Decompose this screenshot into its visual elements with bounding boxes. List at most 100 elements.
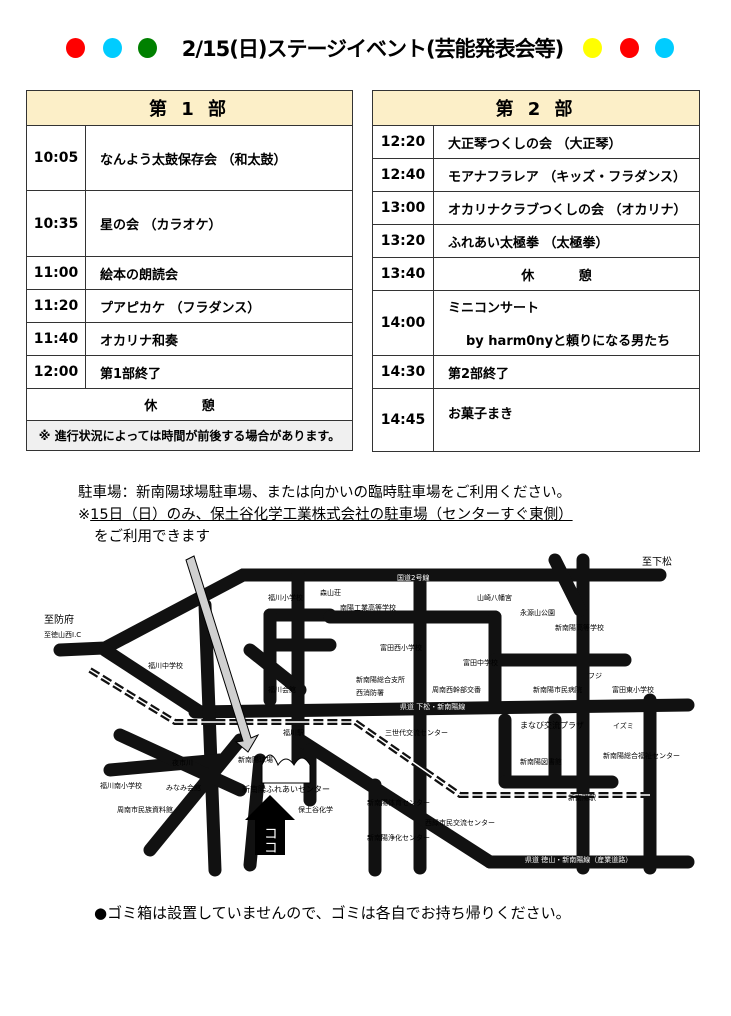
- decor-dot: [103, 38, 122, 58]
- svg-text:新南陽ふれあいセンター: 新南陽ふれあいセンター: [242, 784, 330, 794]
- svg-text:森山荘: 森山荘: [320, 588, 341, 597]
- time-cell: 12:20: [372, 125, 434, 159]
- svg-text:新南陽浄化センター: 新南陽浄化センター: [367, 833, 430, 842]
- svg-text:保土谷化学: 保土谷化学: [298, 805, 333, 814]
- act-cell: モアナフラレア （キッズ・フラダンス）: [433, 158, 700, 192]
- page-title: 2/15(日)ステージイベント(芸能発表会等): [181, 37, 564, 61]
- svg-text:福川中学校: 福川中学校: [148, 661, 183, 670]
- svg-text:フジ: フジ: [588, 672, 602, 680]
- parking-pointer-arrow: [185, 555, 260, 753]
- time-cell: 11:40: [26, 322, 86, 356]
- svg-text:富田東小学校: 富田東小学校: [612, 685, 654, 694]
- svg-text:新南陽総合福祉センター: 新南陽総合福祉センター: [603, 751, 680, 760]
- break-row: 休 憩: [26, 388, 353, 421]
- time-cell: 10:35: [26, 190, 86, 257]
- svg-text:山崎八幡宮: 山崎八幡宮: [477, 593, 512, 602]
- act-cell-performer: by harm0nyと頼りになる男たち: [466, 334, 671, 349]
- svg-text:新南陽高等学校: 新南陽高等学校: [555, 623, 604, 632]
- prefectural-road-kudamatsu: [188, 698, 695, 719]
- svg-text:南陽工業高等学校: 南陽工業高等学校: [340, 603, 396, 612]
- svg-text:周南市民族資料館: 周南市民族資料館: [117, 805, 173, 814]
- svg-text:イズミ: イズミ: [613, 721, 634, 730]
- svg-text:みなみ会館: みなみ会館: [166, 783, 201, 792]
- time-cell: 12:40: [372, 158, 434, 192]
- svg-text:県道 徳山・新南陽線（産業道路）: 県道 徳山・新南陽線（産業道路）: [525, 855, 632, 864]
- svg-text:至下松: 至下松: [642, 555, 672, 568]
- roads: [53, 553, 695, 877]
- act-cell: プアピカケ （フラダンス）: [85, 289, 353, 323]
- svg-text:国道2号線: 国道2号線: [397, 573, 429, 582]
- svg-text:ココ: ココ: [262, 826, 278, 854]
- svg-text:福川駅: 福川駅: [283, 728, 304, 737]
- part1-header: 第 1 部: [26, 90, 353, 126]
- svg-text:福川南小学校: 福川南小学校: [100, 781, 142, 790]
- svg-text:新南陽球場: 新南陽球場: [238, 755, 273, 764]
- time-cell: 10:05: [26, 125, 86, 191]
- parking-special-note: 15日（日）のみ、保土谷化学工業株式会社の駐車場（センターすぐ東側）: [90, 507, 573, 523]
- svg-text:新南陽図書館: 新南陽図書館: [520, 757, 562, 766]
- time-cell: 13:00: [372, 191, 434, 225]
- time-cell: 13:40: [372, 257, 434, 291]
- svg-text:周南西幹部交番: 周南西幹部交番: [432, 685, 481, 694]
- svg-text:至徳山西I.C: 至徳山西I.C: [44, 630, 81, 639]
- svg-text:新南陽市民病院: 新南陽市民病院: [533, 685, 582, 694]
- svg-text:西緑市民交流センター: 西緑市民交流センター: [425, 818, 495, 827]
- parking-info: 駐車場：新南陽球場駐車場、または向かいの臨時駐車場をご利用ください。: [78, 485, 571, 501]
- time-cell: 14:30: [372, 355, 434, 389]
- svg-text:永源山公園: 永源山公園: [520, 608, 555, 617]
- svg-text:富田西小学校: 富田西小学校: [380, 643, 422, 652]
- time-cell: 13:20: [372, 224, 434, 258]
- time-cell: 14:45: [372, 388, 434, 452]
- svg-text:福川会館: 福川会館: [268, 685, 296, 694]
- act-cell: オカリナクラブつくしの会 （オカリナ）: [433, 191, 700, 225]
- act-cell: 星の会 （カラオケ）: [85, 190, 353, 257]
- venue-building-icon: [261, 754, 311, 784]
- svg-text:至防府: 至防府: [44, 613, 74, 626]
- part2-header: 第 2 部: [372, 90, 700, 126]
- act-cell: ミニコンサート: [448, 301, 540, 316]
- decor-dot: [655, 38, 674, 58]
- act-cell: オカリナ和奏: [85, 322, 353, 356]
- act-cell: なんよう太鼓保存会 （和太鼓）: [85, 125, 353, 191]
- act-cell: 第1部終了: [85, 355, 353, 389]
- svg-text:福川小学校: 福川小学校: [268, 593, 303, 602]
- decor-dot: [66, 38, 85, 58]
- svg-text:新南陽総合支所: 新南陽総合支所: [356, 675, 405, 684]
- timing-note: ※ 進行状況によっては時間が前後する場合があります。: [26, 420, 353, 451]
- parking-special-note-cont: をご利用できます: [94, 529, 210, 545]
- access-map: ココ 至下松 至防府 至徳山西I.C 国道2号線 福川小学校 森山荘 南陽工業高…: [44, 553, 695, 877]
- act-cell: 絵本の朗読会: [85, 256, 353, 290]
- svg-text:新南陽駅: 新南陽駅: [568, 793, 596, 802]
- route2-road: [53, 568, 667, 657]
- svg-text:県道 下松・新南陽線: 県道 下松・新南陽線: [400, 702, 465, 711]
- here-arrow-icon: ココ: [245, 795, 295, 855]
- time-cell: 11:20: [26, 289, 86, 323]
- act-cell: 第2部終了: [433, 355, 700, 389]
- svg-text:まなび交流プラザ: まなび交流プラザ: [520, 720, 584, 730]
- act-cell: お菓子まき: [433, 388, 700, 452]
- act-cell: 休 憩: [433, 257, 700, 291]
- decor-dot: [583, 38, 602, 58]
- trash-notice: ●ゴミ箱は設置していませんので、ゴミは各自でお持ち帰りください。: [94, 904, 571, 922]
- time-cell: 12:00: [26, 355, 86, 389]
- decor-dot: [620, 38, 639, 58]
- decor-dot: [138, 38, 157, 58]
- act-cell: 大正琴つくしの会 （大正琴）: [433, 125, 700, 159]
- svg-text:富田中学校: 富田中学校: [463, 658, 498, 667]
